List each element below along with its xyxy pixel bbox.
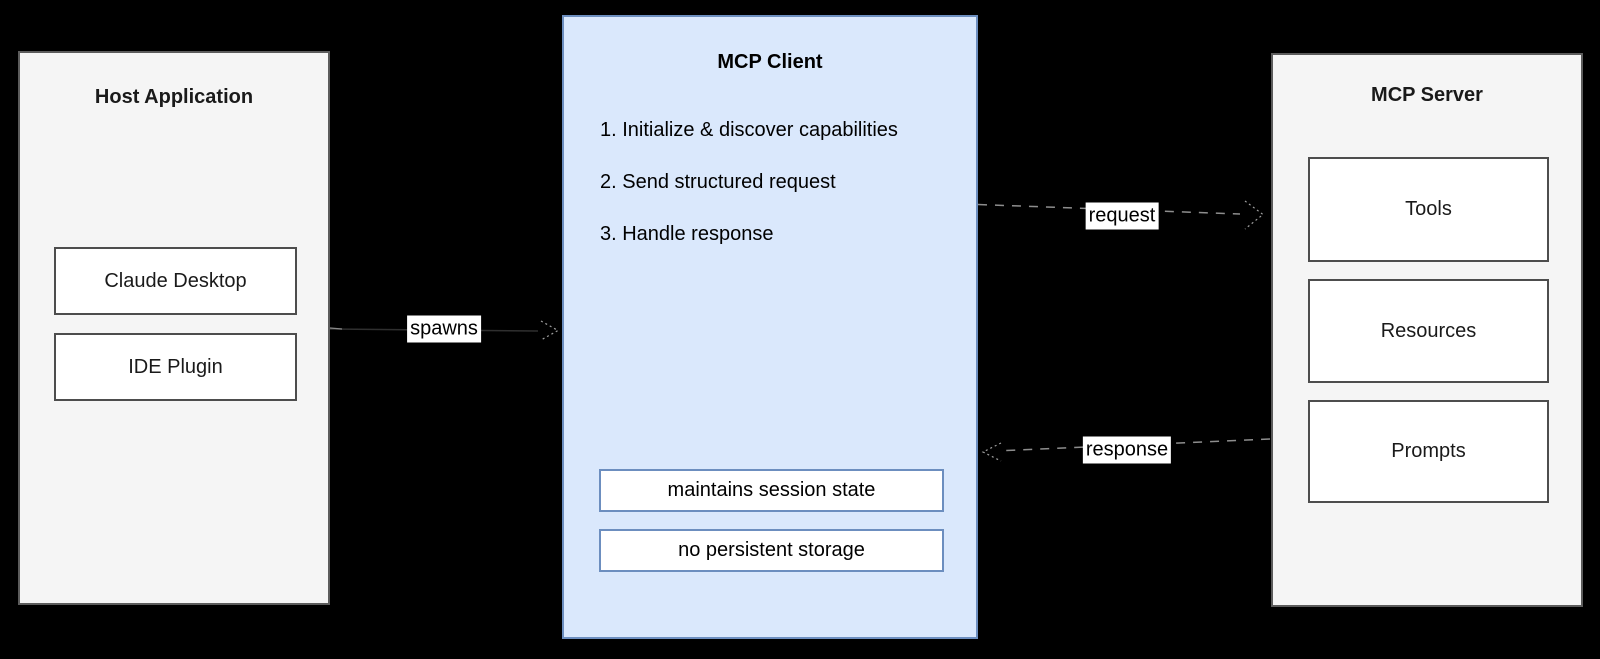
session-state-box: maintains session state xyxy=(599,469,944,512)
client-step-2: 2. Send structured request xyxy=(600,171,836,193)
mcp-client-steps: 1. Initialize & discover capabilities 2.… xyxy=(600,118,960,274)
claude-desktop-label: Claude Desktop xyxy=(104,269,247,292)
tools-label: Tools xyxy=(1405,198,1452,220)
resources-box: Resources xyxy=(1308,279,1549,383)
node-mcp-server: MCP Server Tools Resources Prompts xyxy=(1271,53,1583,607)
node-host-application: Host Application Claude Desktop IDE Plug… xyxy=(18,51,330,605)
no-storage-box: no persistent storage xyxy=(599,529,944,572)
mcp-server-title: MCP Server xyxy=(1371,84,1483,106)
node-mcp-client: MCP Client 1. Initialize & discover capa… xyxy=(562,15,978,639)
prompts-box: Prompts xyxy=(1308,400,1549,503)
ide-plugin-box: IDE Plugin xyxy=(54,333,297,401)
client-step-1: 1. Initialize & discover capabilities xyxy=(600,119,898,141)
resources-label: Resources xyxy=(1380,319,1477,342)
tools-box: Tools xyxy=(1308,157,1549,262)
prompts-label: Prompts xyxy=(1391,440,1466,462)
spawns-edge-label: spawns xyxy=(407,315,481,343)
session-state-label: maintains session state xyxy=(667,479,876,501)
ide-plugin-label: IDE Plugin xyxy=(128,355,223,378)
response-edge-label: response xyxy=(1082,436,1172,464)
request-edge-label: request xyxy=(1085,202,1159,230)
mcp-client-title: MCP Client xyxy=(717,51,823,73)
claude-desktop-box: Claude Desktop xyxy=(54,247,297,315)
host-application-title: Host Application xyxy=(94,86,254,108)
client-step-3: 3. Handle response xyxy=(600,223,774,245)
no-storage-label: no persistent storage xyxy=(678,539,865,561)
